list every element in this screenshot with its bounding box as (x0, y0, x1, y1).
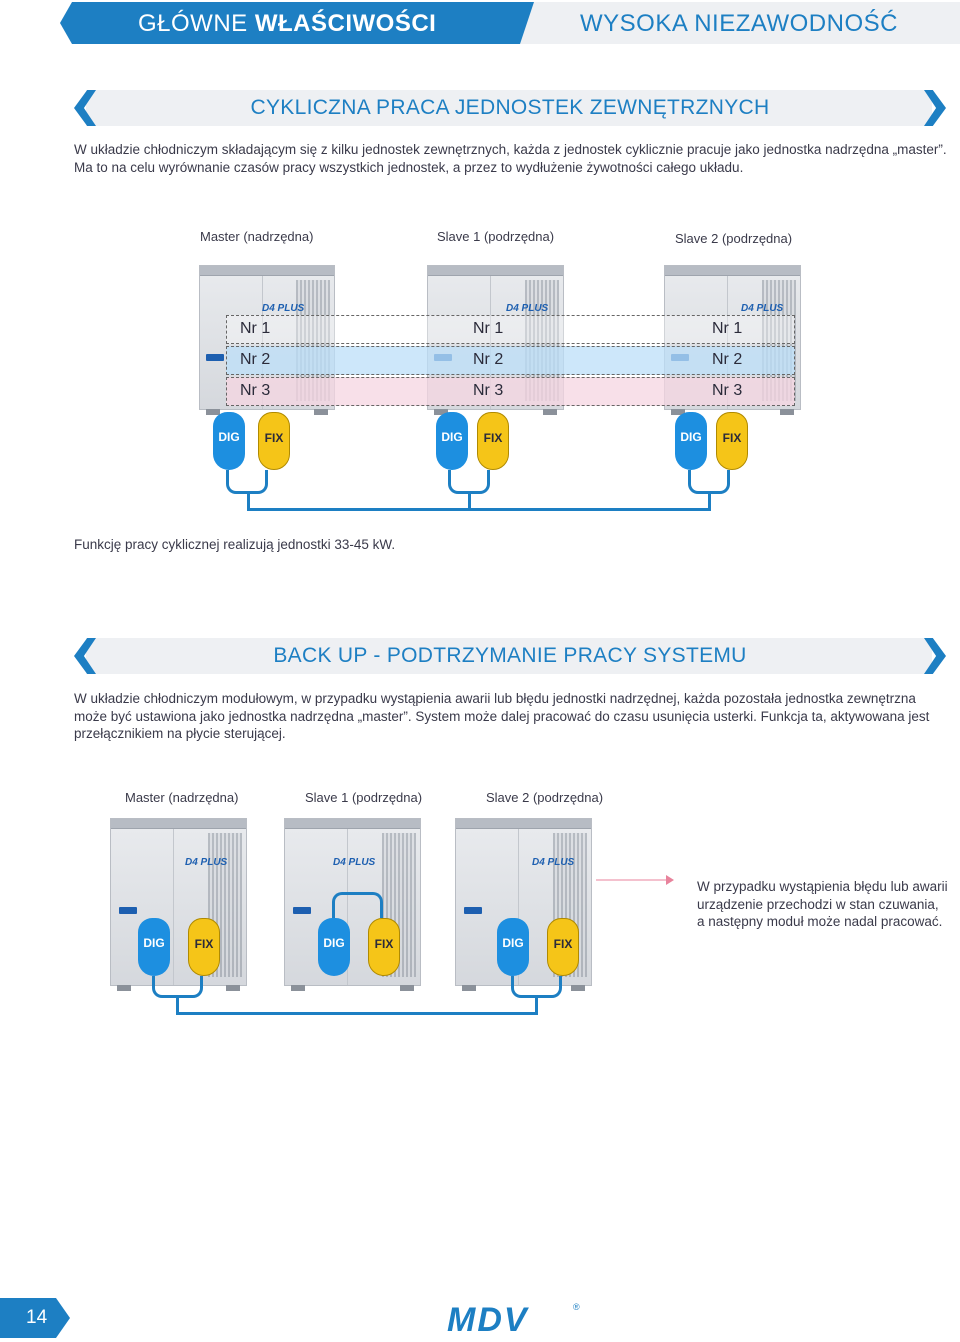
section-backup-bar: BACK UP - PODTRZYMANIE PRACY SYSTEMU (74, 638, 946, 674)
page-number-tab (0, 1298, 70, 1338)
outdoor-unit-master: D4 PLUS (110, 818, 247, 991)
brand-badge-icon (464, 907, 482, 914)
page-number: 14 (26, 1307, 48, 1328)
cycle-band-nr3: Nr 3 Nr 3 Nr 3 (226, 377, 795, 406)
pipe-main (247, 491, 711, 511)
compressor-fix: FIX (477, 412, 509, 470)
brand-badge-icon (293, 907, 311, 914)
brand-badge-icon (119, 907, 137, 914)
compressor-fix: FIX (716, 412, 748, 470)
section-cyclic-title: CYKLICZNA PRACA JEDNOSTEK ZEWNĘTRZNYCH (250, 96, 770, 119)
pipe-branch (468, 491, 471, 511)
cycle-band-nr1: Nr 1 Nr 1 Nr 1 (226, 315, 795, 344)
compressor-fix: FIX (368, 918, 400, 976)
compressor-fix: FIX (258, 412, 290, 470)
pipe-connection-inactive (332, 892, 383, 918)
compressor-fix: FIX (547, 918, 579, 976)
section-cyclic-text: W układzie chłodniczym składającym się z… (74, 142, 947, 175)
compressor-dig: DIG (675, 412, 707, 470)
arrow-right-icon (596, 875, 674, 885)
label-slave-2: Slave 2 (podrzędna) (675, 231, 793, 246)
label-slave-1: Slave 1 (podrzędna) (305, 790, 423, 805)
page-header: GŁÓWNE WŁAŚCIWOŚCI WYSOKA NIEZAWODNOŚĆ (0, 0, 960, 46)
mdv-logo: MDV (447, 1301, 529, 1339)
header-left-banner (60, 2, 535, 44)
section-backup-text: W układzie chłodniczym modułowym, w przy… (74, 691, 930, 741)
section-cyclic-bar: CYKLICZNA PRACA JEDNOSTEK ZEWNĘTRZNYCH (74, 90, 946, 126)
brand-badge-icon (206, 354, 224, 361)
label-slave-1: Slave 1 (podrzędna) (437, 229, 555, 244)
compressor-fix: FIX (188, 918, 220, 976)
registered-mark: ® (573, 1302, 580, 1312)
compressor-dig: DIG (318, 918, 350, 976)
pipe-main (176, 995, 538, 1015)
section-cyclic-note: Funkcję pracy cyklicznej realizują jedno… (74, 537, 396, 552)
compressor-dig: DIG (497, 918, 529, 976)
compressor-dig: DIG (138, 918, 170, 976)
label-master: Master (nadrzędna) (125, 790, 239, 805)
header-left-title: GŁÓWNE WŁAŚCIWOŚCI (138, 10, 437, 37)
label-slave-2: Slave 2 (podrzędna) (486, 790, 604, 805)
backup-callout: W przypadku wystąpienia błędu lub awarii… (697, 879, 948, 929)
header-right-title: WYSOKA NIEZAWODNOŚĆ (580, 10, 898, 37)
label-master: Master (nadrzędna) (200, 229, 314, 244)
compressor-dig: DIG (436, 412, 468, 470)
compressor-dig: DIG (213, 412, 245, 470)
cycle-band-nr2: Nr 2 Nr 2 Nr 2 (226, 346, 795, 375)
section-backup-title: BACK UP - PODTRZYMANIE PRACY SYSTEMU (273, 644, 747, 667)
header-right-banner (520, 2, 960, 44)
